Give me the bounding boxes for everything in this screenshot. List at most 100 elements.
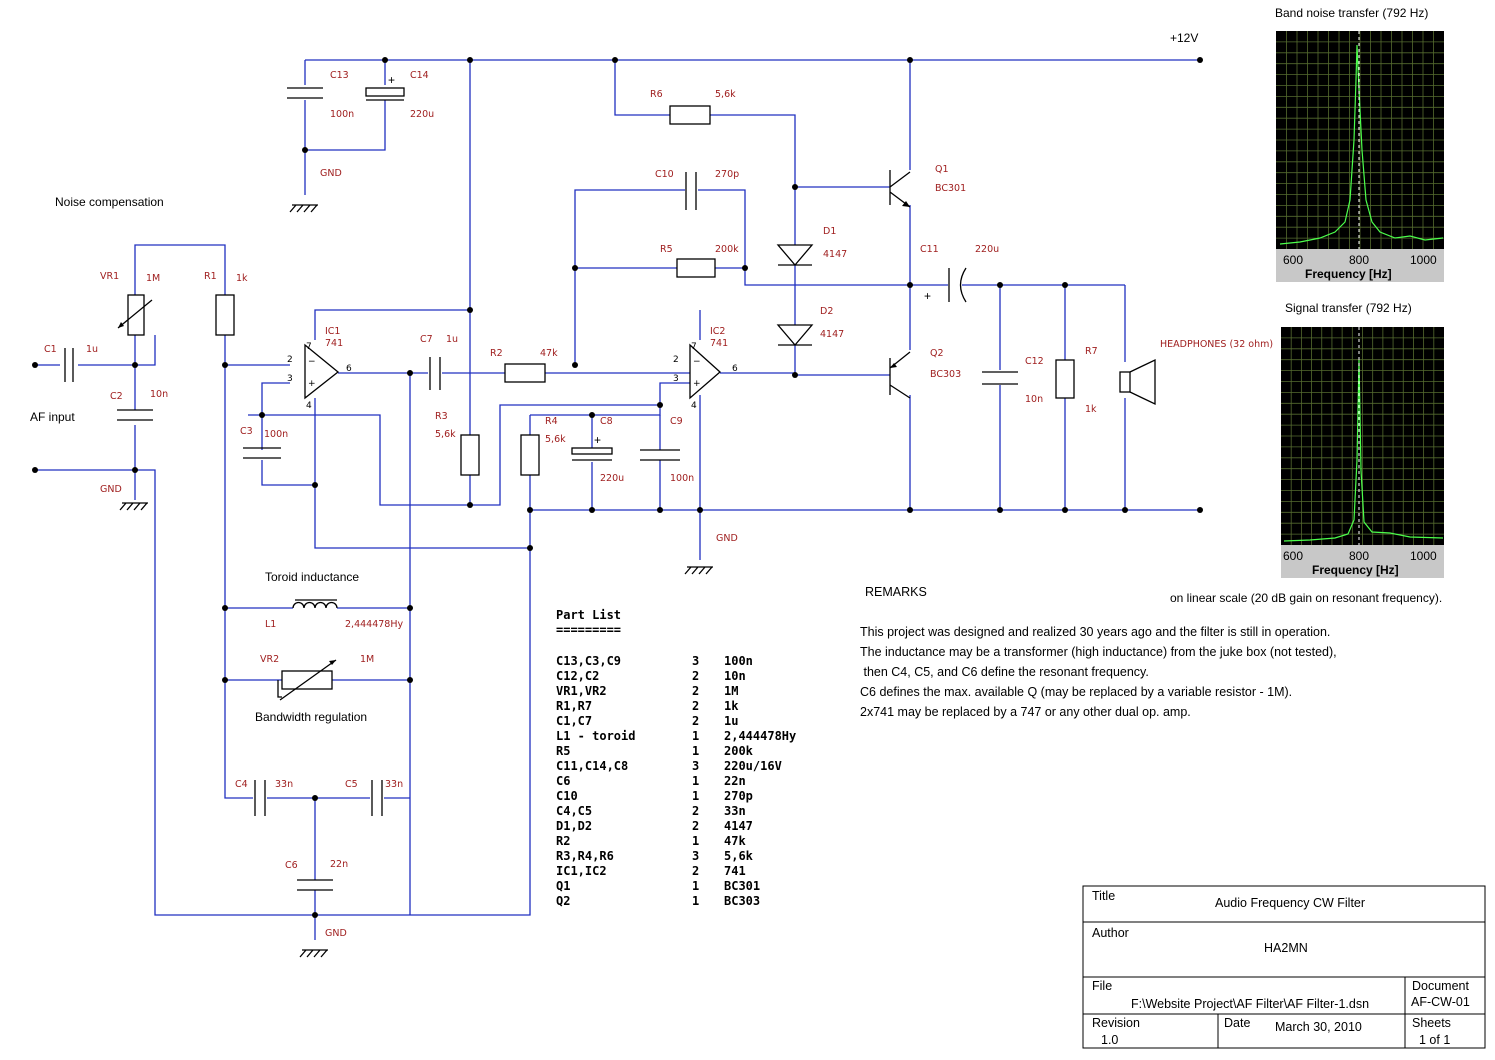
svg-text:R6: R6 <box>650 89 663 100</box>
part-name: Q2 <box>556 894 570 908</box>
graph1-xlabel: Frequency [Hz] <box>1305 267 1392 281</box>
svg-text:22n: 22n <box>330 859 348 870</box>
band-noise-graph: Band noise transfer (792 Hz) 600 800 100… <box>1275 6 1444 282</box>
svg-text:VR1: VR1 <box>100 271 119 282</box>
part-value: 741 <box>724 864 746 878</box>
svg-text:C6: C6 <box>285 860 298 871</box>
part-qty: 1 <box>692 879 699 893</box>
svg-text:C12: C12 <box>1025 356 1044 367</box>
svg-text:+: + <box>308 379 316 389</box>
graph1-tick-600: 600 <box>1283 253 1303 267</box>
svg-text:C4: C4 <box>235 779 248 790</box>
part-name: C10 <box>556 789 578 803</box>
part-qty: 2 <box>692 804 699 818</box>
part-value: 1u <box>724 714 738 728</box>
svg-text:2: 2 <box>673 355 679 365</box>
svg-text:BC301: BC301 <box>935 183 966 194</box>
svg-text:C3: C3 <box>240 426 253 437</box>
svg-text:10n: 10n <box>150 389 168 400</box>
graph2-tick-800: 800 <box>1349 549 1369 563</box>
svg-text:4: 4 <box>691 401 697 411</box>
svg-text:6: 6 <box>732 364 738 374</box>
svg-text:C7: C7 <box>420 334 433 345</box>
part-value: BC303 <box>724 894 760 908</box>
af-input-label: AF input <box>30 410 75 424</box>
signal-graph: Signal transfer (792 Hz) 600 800 1000 Fr… <box>1281 301 1444 578</box>
graph2-xlabel: Frequency [Hz] <box>1312 563 1399 577</box>
title-label: Title <box>1092 889 1115 903</box>
revision-value: 1.0 <box>1101 1033 1118 1047</box>
svg-text:Q2: Q2 <box>930 348 944 359</box>
part-value: 200k <box>724 744 754 758</box>
document-label: Document <box>1412 979 1469 993</box>
svg-text:1M: 1M <box>360 654 374 665</box>
svg-text:200k: 200k <box>715 244 739 255</box>
part-value: BC301 <box>724 879 760 893</box>
svg-text:C11: C11 <box>920 244 939 255</box>
title-value: Audio Frequency CW Filter <box>1215 896 1365 910</box>
part-name: C4,C5 <box>556 804 592 818</box>
part-value: 22n <box>724 774 746 788</box>
part-name: C11,C14,C8 <box>556 759 628 773</box>
svg-text:+: + <box>594 433 601 447</box>
graph1-tick-800: 800 <box>1349 253 1369 267</box>
part-value: 1M <box>724 684 738 698</box>
svg-text:R7: R7 <box>1085 346 1098 357</box>
part-name: C12,C2 <box>556 669 599 683</box>
remarks-line: This project was designed and realized 3… <box>860 625 1330 639</box>
wires <box>35 59 1200 940</box>
svg-text:4147: 4147 <box>820 329 844 340</box>
svg-text:5,6k: 5,6k <box>545 434 566 445</box>
svg-text:2,444478Hy: 2,444478Hy <box>345 619 403 630</box>
part-name: VR1,VR2 <box>556 684 607 698</box>
svg-text:C13: C13 <box>330 70 349 81</box>
svg-text:C5: C5 <box>345 779 358 790</box>
remarks-line: C6 defines the max. available Q (may be … <box>860 685 1292 699</box>
svg-text:220u: 220u <box>600 473 624 484</box>
svg-text:R2: R2 <box>490 348 503 359</box>
svg-text:+: + <box>924 289 931 303</box>
junctions <box>32 57 1203 918</box>
part-name: L1 - toroid <box>556 729 635 743</box>
svg-text:R5: R5 <box>660 244 673 255</box>
part-value: 270p <box>724 789 753 803</box>
svg-text:1k: 1k <box>1085 404 1097 415</box>
part-qty: 3 <box>692 849 699 863</box>
svg-text:IC2: IC2 <box>710 326 725 337</box>
graph2-tick-1000: 1000 <box>1410 549 1437 563</box>
svg-text:2: 2 <box>287 355 293 365</box>
part-qty: 1 <box>692 834 699 848</box>
symbols: + −+ + −+ <box>64 73 1156 958</box>
title-block: Title Audio Frequency CW Filter Author H… <box>1082 885 1486 1049</box>
remarks-line: 2x741 may be replaced by a 747 or any ot… <box>860 705 1191 719</box>
remarks-line: then C4, C5, and C6 define the resonant … <box>860 665 1149 679</box>
svg-text:VR2: VR2 <box>260 654 279 665</box>
part-name: R2 <box>556 834 570 848</box>
svg-text:R1: R1 <box>204 271 217 282</box>
graph2-title: Signal transfer (792 Hz) <box>1285 301 1412 315</box>
part-list-title: Part List <box>556 608 621 622</box>
svg-text:741: 741 <box>710 338 728 349</box>
svg-text:4: 4 <box>306 401 312 411</box>
svg-text:GND: GND <box>325 928 347 939</box>
svg-text:4147: 4147 <box>823 249 847 260</box>
part-value: 100n <box>724 654 753 668</box>
svg-text:33n: 33n <box>385 779 403 790</box>
part-value: 47k <box>724 834 746 848</box>
component-labels: C13 100n C14 220u VR1 1M R1 1k C1 1u C2 … <box>44 70 1273 939</box>
part-qty: 2 <box>692 714 699 728</box>
svg-text:100n: 100n <box>264 429 288 440</box>
svg-text:L1: L1 <box>265 619 276 630</box>
graph1-tick-1000: 1000 <box>1410 253 1437 267</box>
part-name: R5 <box>556 744 570 758</box>
part-value: 10n <box>724 669 746 683</box>
remarks-heading: REMARKS <box>865 585 927 599</box>
part-value: 1k <box>724 699 739 713</box>
part-qty: 1 <box>692 744 699 758</box>
svg-text:5,6k: 5,6k <box>715 89 736 100</box>
part-qty: 2 <box>692 684 699 698</box>
part-qty: 1 <box>692 774 699 788</box>
graph2-tick-600: 600 <box>1283 549 1303 563</box>
svg-text:−: − <box>308 357 316 367</box>
